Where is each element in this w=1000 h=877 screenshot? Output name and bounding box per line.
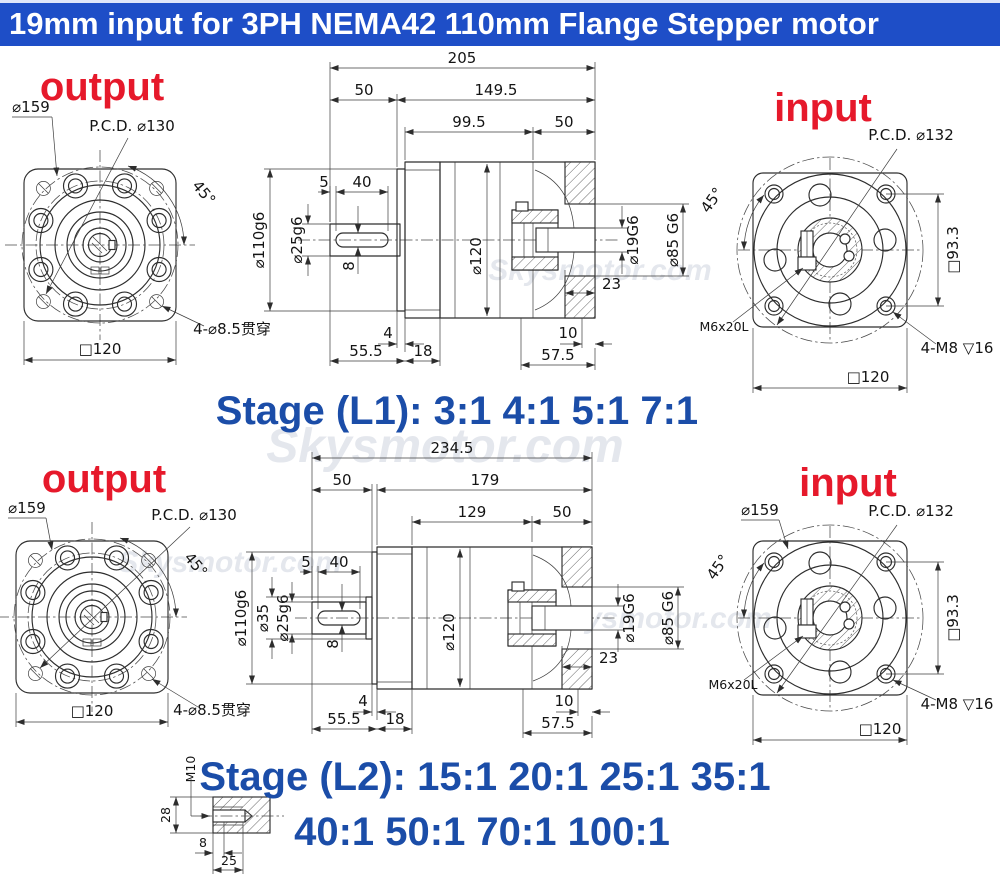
- dim-taps: 4-M8 ▽16: [921, 339, 994, 357]
- dim-total-length: 205: [448, 49, 477, 67]
- top-input-view: input P.C.D. ⌀132 45° □93.3 M6x20L 4-M8 …: [697, 86, 994, 393]
- title-bar: 19mm input for 3PH NEMA42 110mm Flange S…: [0, 0, 1000, 46]
- input-label: input: [774, 86, 872, 130]
- dim-pcd: P.C.D. ⌀132: [868, 502, 953, 520]
- bottom-input-view: input ⌀159 P.C.D. ⌀132 45° □93.3 M6x20L …: [703, 461, 994, 745]
- dim-body-dia: ⌀120: [467, 237, 485, 275]
- dim-pilot-dia: ⌀110g6: [232, 590, 250, 647]
- dim-mount-square: □93.3: [944, 226, 962, 274]
- dim-body-length: 129: [458, 503, 487, 521]
- dim-through-holes: 4-⌀8.5贯穿: [173, 701, 251, 719]
- dim-bore-dia: ⌀19G6: [620, 593, 638, 642]
- dim-square: □120: [71, 702, 114, 720]
- watermark-text: Skysmotor.com: [266, 420, 623, 473]
- dim-angle: 45°: [703, 551, 733, 583]
- dim-square: □120: [847, 368, 890, 386]
- dim-boss-length: 4: [383, 324, 393, 342]
- dim-input-side-length: 57.5: [541, 346, 574, 364]
- dim-input-pilot-dia: ⌀85 G6: [659, 591, 677, 645]
- dim-pilot-dia: ⌀110g6: [250, 212, 268, 269]
- dim-pcd: P.C.D. ⌀132: [868, 126, 953, 144]
- dim-through-holes: 4-⌀8.5贯穿: [193, 320, 271, 338]
- dim-thread: M10: [183, 756, 198, 783]
- dim-mount-square: □93.3: [944, 594, 962, 642]
- dim-taps: 4-M8 ▽16: [921, 695, 994, 713]
- input-flange-drawing: [736, 156, 924, 344]
- dim-input-length: 50: [554, 113, 573, 131]
- shaft-end-detail-view: M10 28 8 25: [158, 756, 284, 874]
- dim-outer-dia: ⌀159: [8, 499, 46, 517]
- stage-l2-line2: 40:1 50:1 70:1 100:1: [294, 810, 670, 854]
- dim-outer-dia: ⌀159: [741, 501, 779, 519]
- bottom-side-view: 234.5 50 179 129 50 5 40 ⌀25g6: [232, 439, 684, 738]
- dim-screw: M6x20L: [708, 677, 757, 692]
- dim-pcd: P.C.D. ⌀130: [151, 506, 236, 524]
- dim-key-length: 40: [329, 553, 348, 571]
- stage-l2-line1: Stage (L2): 15:1 20:1 25:1 35:1: [199, 755, 770, 799]
- dim-front-total: 55.5: [349, 342, 382, 360]
- dim-front-total: 55.5: [327, 710, 360, 728]
- dim-flange-thickness: 18: [413, 342, 432, 360]
- dim-flange-thickness: 18: [385, 710, 404, 728]
- dim-square: □120: [79, 340, 122, 358]
- dim-key-offset: 5: [319, 173, 329, 191]
- dim-angle: 45°: [188, 177, 219, 209]
- dim-front-length: 50: [332, 471, 351, 489]
- input-flange-drawing: [736, 524, 924, 712]
- dim-shaft-dia: ⌀25g6: [288, 216, 306, 263]
- dim-key-height: 8: [324, 639, 342, 649]
- dim-input-length: 50: [552, 503, 571, 521]
- dim-square: □120: [859, 720, 902, 738]
- dim-key-offset: 5: [301, 553, 311, 571]
- dim-body-dia: ⌀120: [440, 613, 458, 651]
- dim-rear-length: 179: [471, 471, 500, 489]
- dim-detail-25: 25: [221, 853, 237, 868]
- top-output-view: output ⌀159 P.C.D. ⌀130 45° □120 4-⌀8.5贯…: [4, 65, 271, 365]
- dim-bore-depth: 23: [599, 649, 618, 667]
- dim-angle: 45°: [697, 184, 727, 216]
- top-side-view: 205 50 149.5 99.5 50 5 40 ⌀25g6: [250, 49, 689, 370]
- output-flange-drawing: [4, 149, 196, 341]
- dim-end-length: 10: [558, 324, 577, 342]
- page-title: 19mm input for 3PH NEMA42 110mm Flange S…: [9, 6, 879, 41]
- output-label: output: [40, 65, 164, 109]
- dim-key-height: 8: [340, 261, 358, 271]
- dim-outer-dia: ⌀159: [12, 98, 50, 116]
- dim-total-length: 234.5: [431, 439, 474, 457]
- dim-input-pilot-dia: ⌀85 G6: [664, 213, 682, 267]
- dim-bore-depth: 23: [602, 275, 621, 293]
- dim-boss-dia: ⌀35: [254, 604, 272, 632]
- dim-body-length: 99.5: [452, 113, 485, 131]
- stage-l1-text: Stage (L1): 3:1 4:1 5:1 7:1: [216, 389, 698, 433]
- dim-key-length: 40: [352, 173, 371, 191]
- dim-shaft-dia: ⌀25g6: [274, 594, 292, 641]
- dim-boss-length: 4: [358, 692, 368, 710]
- dim-screw: M6x20L: [699, 319, 748, 334]
- dim-pcd: P.C.D. ⌀130: [89, 117, 174, 135]
- dim-rear-length: 149.5: [475, 81, 518, 99]
- watermarks: Skysmotor.com Skysmotor.com Skysmotor.co…: [118, 254, 771, 635]
- output-label: output: [42, 457, 166, 501]
- dim-detail-height: 28: [158, 807, 173, 823]
- bottom-output-view: output ⌀159 P.C.D. ⌀130 45° □120 4-⌀8.5贯…: [0, 457, 251, 727]
- dim-front-length: 50: [354, 81, 373, 99]
- input-label: input: [799, 461, 897, 505]
- dim-input-side-length: 57.5: [541, 714, 574, 732]
- dim-bore-dia: ⌀19G6: [624, 215, 642, 264]
- dim-end-length: 10: [554, 692, 573, 710]
- dim-detail-8: 8: [199, 835, 207, 850]
